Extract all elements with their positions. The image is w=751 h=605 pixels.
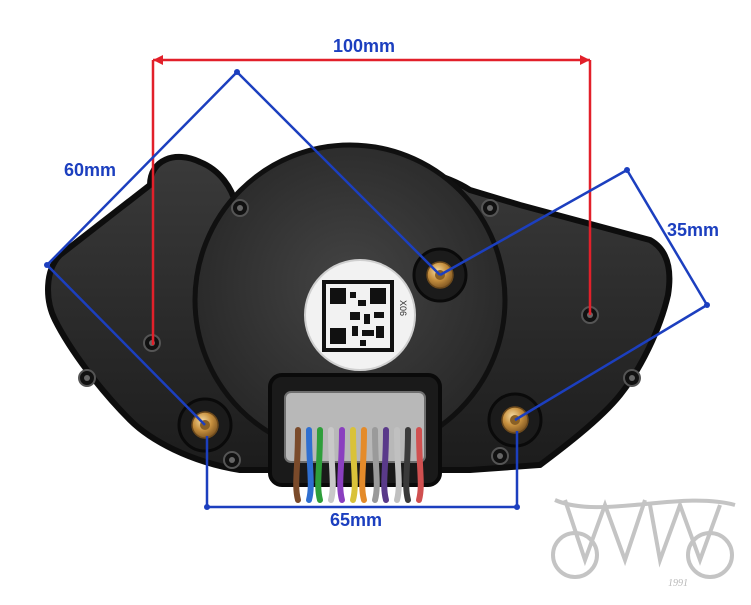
arrow-tip bbox=[234, 69, 240, 75]
wire bbox=[381, 427, 389, 503]
qr-label-text: X06 bbox=[398, 300, 408, 316]
arrow-tip bbox=[514, 504, 520, 510]
dimension-height-left: 60mm bbox=[64, 160, 117, 180]
wire bbox=[416, 427, 424, 503]
dimension-lines bbox=[44, 55, 710, 510]
screw-hole-center bbox=[84, 375, 90, 381]
dimension-width-top: 100mm bbox=[333, 36, 396, 56]
dim-line bbox=[514, 303, 708, 422]
dim-line bbox=[46, 71, 238, 266]
screw-hole-center bbox=[497, 453, 503, 459]
dim-line bbox=[439, 168, 628, 277]
dim-line bbox=[236, 71, 441, 276]
arrow-tip bbox=[204, 504, 210, 510]
arrow-tip bbox=[704, 302, 710, 308]
motorcycle-logo-icon bbox=[551, 498, 736, 579]
connector-wires bbox=[293, 427, 424, 503]
wire bbox=[337, 427, 345, 503]
wire bbox=[394, 427, 402, 503]
dimension-height-right: 35mm bbox=[667, 220, 720, 240]
screw-hole-center bbox=[237, 205, 243, 211]
dim-line bbox=[625, 169, 709, 306]
dim-line bbox=[46, 264, 206, 426]
wire bbox=[350, 427, 358, 503]
wire bbox=[293, 427, 301, 503]
qr-code bbox=[322, 280, 394, 352]
arrow-tip bbox=[624, 167, 630, 173]
wire bbox=[328, 427, 336, 503]
screw-hole-center bbox=[487, 205, 493, 211]
mount-holes bbox=[78, 199, 641, 469]
wire bbox=[359, 427, 367, 503]
arrow-tip bbox=[44, 262, 50, 268]
dimension-width-bottom: 65mm bbox=[330, 510, 383, 530]
watermark-year: 1991 bbox=[668, 578, 688, 589]
arrow-head bbox=[580, 55, 590, 65]
wire bbox=[315, 427, 323, 503]
wire bbox=[403, 427, 411, 503]
wire bbox=[306, 427, 314, 503]
wire bbox=[372, 427, 380, 503]
screw-hole-center bbox=[229, 457, 235, 463]
screw-hole-center bbox=[629, 375, 635, 381]
arrow-head bbox=[153, 55, 163, 65]
